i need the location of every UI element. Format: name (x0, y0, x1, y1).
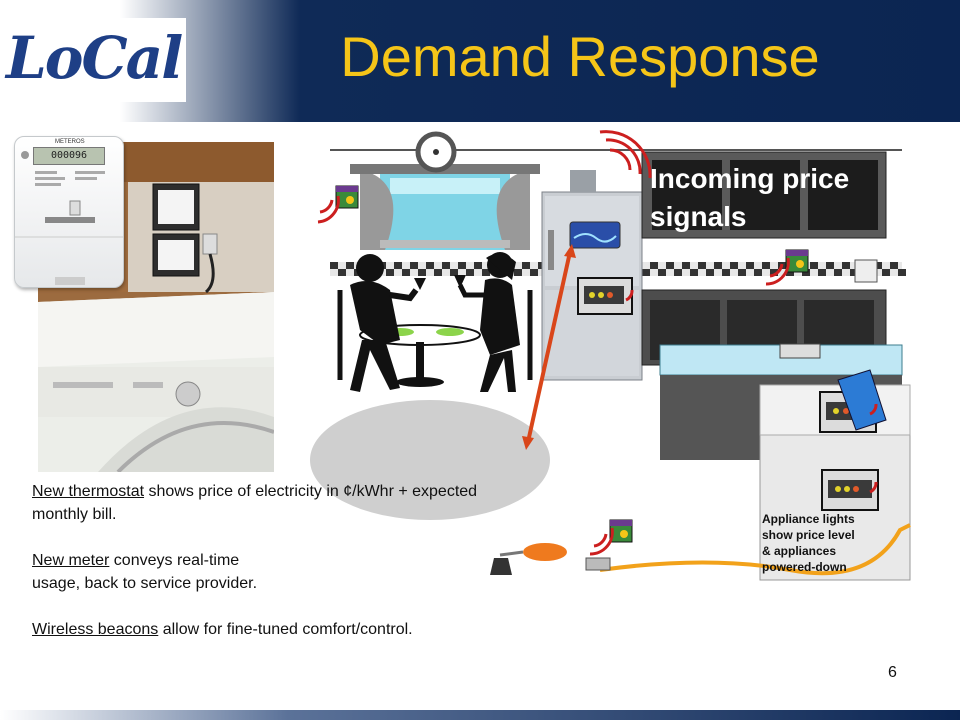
logo: LoCal (0, 18, 186, 102)
note-line-4: powered-down (762, 560, 847, 574)
slide-body-text: New thermostat shows price of electricit… (32, 480, 652, 641)
electric-meter: METEROS 000096 (14, 136, 124, 288)
meter-details-icon (15, 151, 123, 285)
appliance-lights-note: Appliance lights show price level & appl… (762, 511, 902, 575)
thermostat-term: New thermostat (32, 483, 145, 500)
kitchen-illustration (310, 130, 911, 581)
note-line-1: Appliance lights (762, 512, 855, 526)
note-line-3: & appliances (762, 544, 837, 558)
kitchen-scene (290, 130, 912, 585)
beacons-desc: allow for fine-tuned comfort/control. (158, 621, 413, 638)
meter-brand: METEROS (55, 139, 85, 145)
incoming-price-signals-label: Incoming price signals (650, 160, 890, 236)
washer-illustration (38, 142, 274, 472)
slide-header: LoCal Demand Response (0, 0, 960, 122)
logo-text: LoCal (6, 24, 183, 92)
slide-title: Demand Response (340, 25, 820, 88)
thermostat-desc: shows price of electricity in ¢/kWhr + e… (144, 483, 478, 500)
thermostat-paragraph-cont: monthly bill. (32, 506, 117, 523)
washer-photo (38, 142, 274, 472)
page-number: 6 (888, 664, 897, 681)
overlay-line-2: signals (650, 201, 747, 232)
meter-paragraph: New meter conveys real-time (32, 549, 652, 572)
beacons-paragraph: Wireless beacons allow for fine-tuned co… (32, 618, 652, 641)
meter-term: New meter (32, 552, 110, 569)
thermostat-paragraph: New thermostat shows price of electricit… (32, 480, 652, 503)
footer-bar (0, 710, 960, 720)
overlay-line-1: Incoming price (650, 163, 850, 194)
beacon-icon (335, 185, 359, 209)
meter-reading: 000096 (33, 147, 105, 165)
meter-paragraph-cont: usage, back to service provider. (32, 575, 258, 592)
meter-desc: conveys real-time (109, 552, 240, 569)
note-line-2: show price level (762, 528, 855, 542)
beacons-term: Wireless beacons (32, 621, 159, 638)
